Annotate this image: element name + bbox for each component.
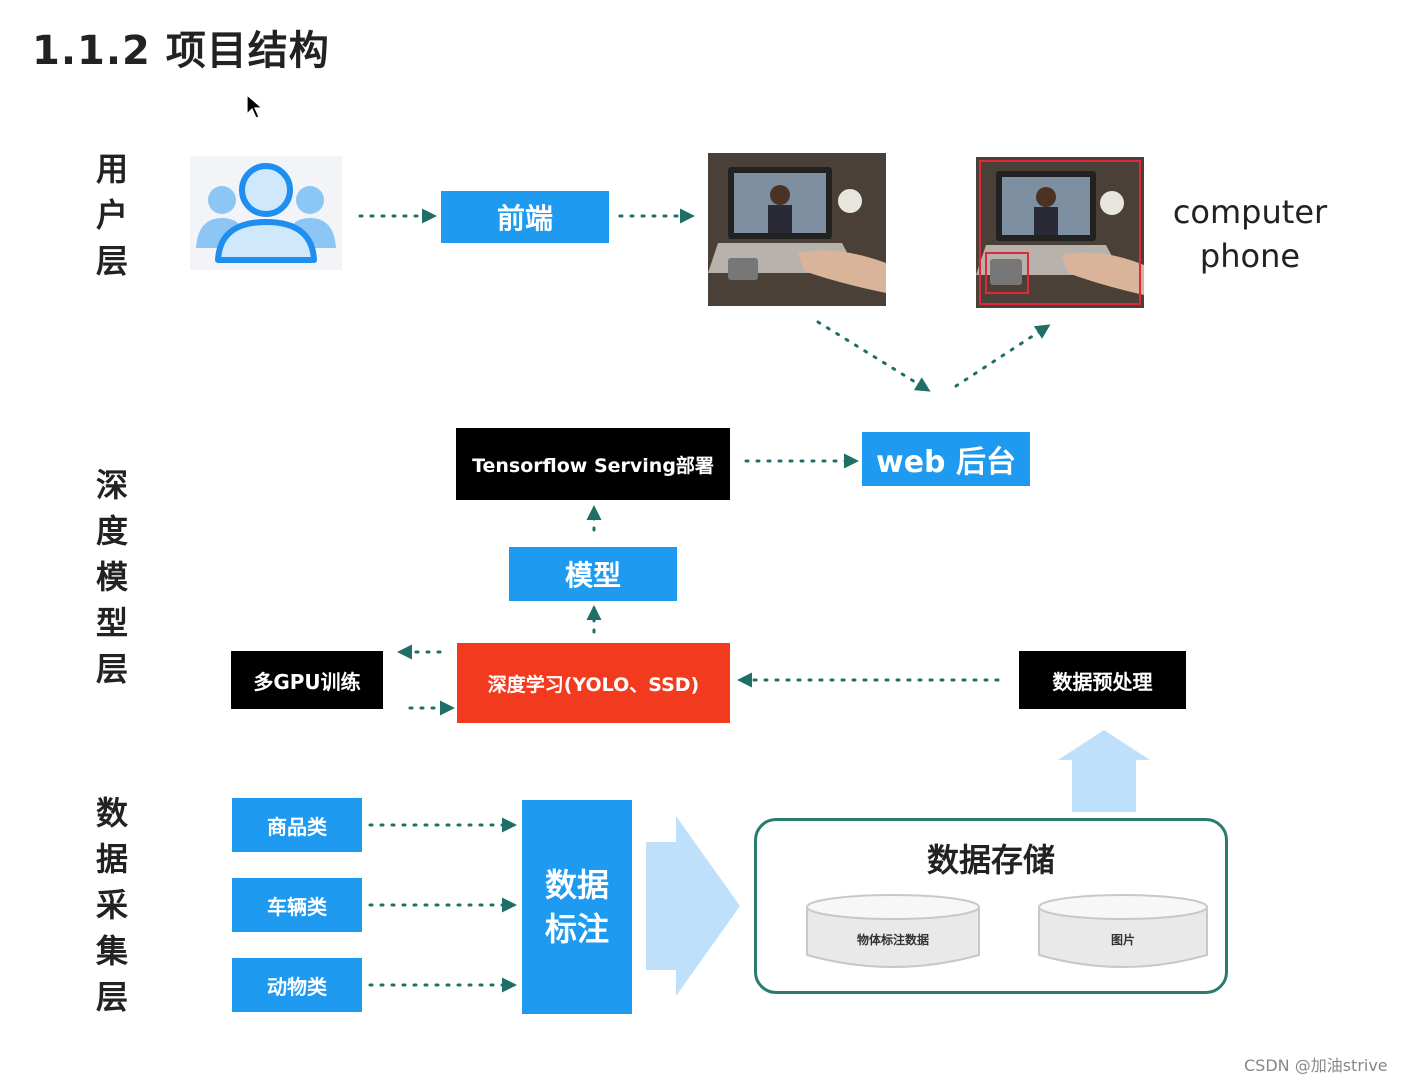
web-backend-box: web 后台 <box>862 432 1030 486</box>
database-cylinder-images <box>1038 894 1208 968</box>
storage-title: 数据存储 <box>926 841 1055 879</box>
laptop-phone-photo <box>976 157 1144 308</box>
arrow-backend-to-photo2 <box>954 324 1051 388</box>
big-arrow-annotation-to-storage <box>646 816 740 996</box>
device-label-computer: computer <box>1172 193 1328 231</box>
database-cylinder-annotations <box>806 894 980 968</box>
multi-gpu-box: 多GPU训练 <box>231 651 383 709</box>
model-box: 模型 <box>509 547 677 601</box>
cylinder-label-annotations: 物体标注数据 <box>856 933 929 947</box>
big-arrow-storage-to-preprocess <box>1058 730 1150 812</box>
preprocess-box: 数据预处理 <box>1019 651 1186 709</box>
category-box-animal: 动物类 <box>232 958 362 1012</box>
device-labels: computer phone <box>1160 190 1340 278</box>
category-box-goods: 商品类 <box>232 798 362 852</box>
laptop-photo <box>708 153 886 306</box>
annotation-box: 数据标注 <box>522 800 632 1014</box>
layer-label-user: 用户层 <box>95 150 128 280</box>
category-box-vehicle: 车辆类 <box>232 878 362 932</box>
layer-label-data: 数据采集层 <box>95 794 128 1016</box>
cursor-icon <box>246 94 264 119</box>
watermark: CSDN @加油strive <box>1244 1056 1388 1075</box>
layer-label-model: 深度模型层 <box>95 466 128 688</box>
storage-container: 数据存储 物体标注数据 图片 <box>754 818 1228 994</box>
device-label-phone: phone <box>1199 237 1301 275</box>
frontend-box: 前端 <box>441 191 609 243</box>
page-title: 1.1.2 项目结构 <box>32 28 330 74</box>
tf-serving-box: Tensorflow Serving部署 <box>456 428 730 500</box>
deep-learning-box: 深度学习(YOLO、SSD) <box>457 643 730 723</box>
user-group-icon <box>190 156 342 270</box>
cylinder-label-images: 图片 <box>1110 933 1135 947</box>
arrow-photo-to-backend <box>816 320 931 392</box>
